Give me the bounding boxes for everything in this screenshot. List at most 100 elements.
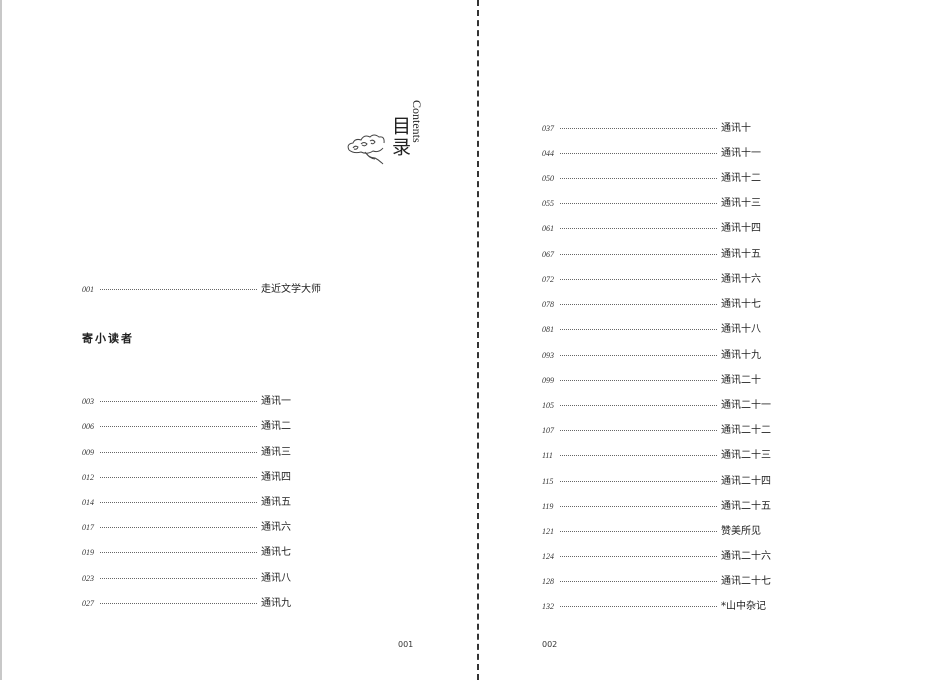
toc-title: 赞美所见 xyxy=(721,526,761,537)
toc-page-number: 115 xyxy=(542,477,554,486)
leader-dots xyxy=(100,452,257,453)
toc-page-number: 081 xyxy=(542,325,554,334)
left-page: 目录 Contents 001 走近文学大师 寄小读者 003 通讯一 006 … xyxy=(82,100,424,649)
toc-title: 通讯二 xyxy=(261,421,291,432)
toc-page-number: 067 xyxy=(542,250,554,259)
leader-dots xyxy=(560,455,717,456)
toc-entry[interactable]: 105 通讯二十一 xyxy=(542,396,771,412)
leader-dots xyxy=(560,178,717,179)
toc-title: 通讯十九 xyxy=(721,350,761,361)
toc-title: 通讯十 xyxy=(721,123,751,134)
toc-page-number: 107 xyxy=(542,426,554,435)
title-chinese: 目录 xyxy=(389,116,411,158)
toc-entry[interactable]: 078 通讯十七 xyxy=(542,295,761,311)
leader-dots xyxy=(560,304,717,305)
leader-dots xyxy=(100,477,257,478)
toc-entry[interactable]: 006 通讯二 xyxy=(82,417,291,433)
toc-title: 通讯八 xyxy=(261,573,291,584)
toc-page-number: 105 xyxy=(542,401,554,410)
toc-entry[interactable]: 121 赞美所见 xyxy=(542,522,761,538)
toc-entry[interactable]: 093 通讯十九 xyxy=(542,346,761,362)
leader-dots xyxy=(100,289,257,290)
toc-entry[interactable]: 001 走近文学大师 xyxy=(82,280,321,296)
toc-entry[interactable]: 132 *山中杂记 xyxy=(542,597,766,613)
toc-entry[interactable]: 115 通讯二十四 xyxy=(542,472,771,488)
toc-page-number: 121 xyxy=(542,527,554,536)
toc-page-number: 014 xyxy=(82,498,94,507)
toc-title: 通讯一 xyxy=(261,396,291,407)
toc-page-number: 093 xyxy=(542,351,554,360)
toc-entry[interactable]: 124 通讯二十六 xyxy=(542,547,771,563)
toc-entry[interactable]: 012 通讯四 xyxy=(82,468,291,484)
leader-dots xyxy=(560,279,717,280)
toc-page-number: 124 xyxy=(542,552,554,561)
leader-dots xyxy=(100,426,257,427)
toc-title: 通讯十三 xyxy=(721,198,761,209)
leader-dots xyxy=(560,405,717,406)
toc-title: 通讯七 xyxy=(261,547,291,558)
toc-entry[interactable]: 111 通讯二十三 xyxy=(542,446,771,462)
page-edge xyxy=(0,0,2,680)
leader-dots xyxy=(560,380,717,381)
page-number-left: 001 xyxy=(398,640,414,649)
toc-title: 通讯二十六 xyxy=(721,551,771,562)
toc-entry[interactable]: 009 通讯三 xyxy=(82,443,291,459)
toc-title: 通讯十一 xyxy=(721,148,761,159)
toc-entry[interactable]: 119 通讯二十五 xyxy=(542,497,771,513)
toc-title: 通讯二十二 xyxy=(721,425,771,436)
leader-dots xyxy=(560,203,717,204)
leader-dots xyxy=(560,355,717,356)
leader-dots xyxy=(560,556,717,557)
toc-entry[interactable]: 050 通讯十二 xyxy=(542,169,761,185)
leader-dots xyxy=(100,502,257,503)
toc-entry[interactable]: 055 通讯十三 xyxy=(542,194,761,210)
toc-title: 通讯四 xyxy=(261,472,291,483)
toc-title: 通讯二十五 xyxy=(721,501,771,512)
toc-title: 通讯十六 xyxy=(721,274,761,285)
toc-title: 通讯二十三 xyxy=(721,450,771,461)
toc-title: *山中杂记 xyxy=(721,601,766,612)
toc-entry[interactable]: 019 通讯七 xyxy=(82,543,291,559)
leader-dots xyxy=(560,329,717,330)
toc-entry[interactable]: 061 通讯十四 xyxy=(542,219,761,235)
toc-title: 走近文学大师 xyxy=(261,284,321,295)
toc-entry[interactable]: 072 通讯十六 xyxy=(542,270,761,286)
toc-page-number: 099 xyxy=(542,376,554,385)
toc-entry[interactable]: 044 通讯十一 xyxy=(542,144,761,160)
toc-title: 通讯二十 xyxy=(721,375,761,386)
leader-dots xyxy=(560,481,717,482)
leader-dots xyxy=(560,228,717,229)
toc-page-number: 128 xyxy=(542,577,554,586)
leader-dots xyxy=(560,606,717,607)
toc-page-number: 061 xyxy=(542,224,554,233)
toc-page-number: 001 xyxy=(82,285,94,294)
leader-dots xyxy=(560,430,717,431)
toc-entry[interactable]: 081 通讯十八 xyxy=(542,320,761,336)
toc-entry[interactable]: 067 通讯十五 xyxy=(542,245,761,261)
leader-dots xyxy=(560,153,717,154)
toc-entry[interactable]: 017 通讯六 xyxy=(82,518,291,534)
leader-dots xyxy=(100,527,257,528)
toc-title: 通讯三 xyxy=(261,447,291,458)
toc-page-number: 006 xyxy=(82,422,94,431)
toc-page-number: 119 xyxy=(542,502,554,511)
toc-page-number: 132 xyxy=(542,602,554,611)
toc-entry[interactable]: 107 通讯二十二 xyxy=(542,421,771,437)
toc-entry[interactable]: 037 通讯十 xyxy=(542,119,751,135)
title-english: Contents xyxy=(410,100,424,143)
leader-dots xyxy=(100,401,257,402)
toc-entry[interactable]: 128 通讯二十七 xyxy=(542,572,771,588)
leader-dots xyxy=(560,254,717,255)
toc-page-number: 027 xyxy=(82,599,94,608)
toc-entry[interactable]: 003 通讯一 xyxy=(82,392,291,408)
toc-entry[interactable]: 023 通讯八 xyxy=(82,569,291,585)
toc-entry[interactable]: 099 通讯二十 xyxy=(542,371,761,387)
toc-entry[interactable]: 014 通讯五 xyxy=(82,493,291,509)
toc-title: 通讯十二 xyxy=(721,173,761,184)
leader-dots xyxy=(560,581,717,582)
toc-page-number: 012 xyxy=(82,473,94,482)
toc-entry[interactable]: 027 通讯九 xyxy=(82,594,291,610)
toc-title: 通讯十四 xyxy=(721,223,761,234)
section-heading: 寄小读者 xyxy=(82,332,134,345)
cloud-ornament-icon xyxy=(347,134,385,165)
